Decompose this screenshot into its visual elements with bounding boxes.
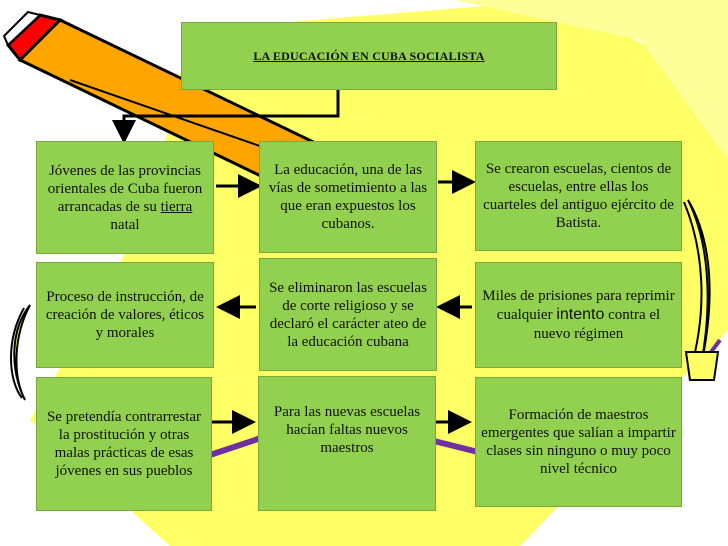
- box-prisiones: Miles de prisiones para reprimir cualqui…: [475, 262, 682, 368]
- box-prisiones-text-end: contra el nuevo régimen: [533, 307, 661, 342]
- box-formacion-text: Formación de maestros emergentes que sal…: [481, 407, 676, 477]
- curl-decoration: [684, 351, 720, 381]
- box-prisiones-text: Miles de prisiones para reprimir cualqui…: [482, 288, 675, 324]
- yellow-paper-shape-top: [455, 0, 728, 160]
- diagram-title: LA EDUCACIÓN EN CUBA SOCIALISTA: [253, 48, 485, 63]
- box-prostitucion-text: Se pretendía contrarrestar la prostituci…: [46, 409, 202, 479]
- box-educacion-via-text: La educación, una de las vías de sometim…: [268, 162, 428, 232]
- arrow-title-to-jovenes: [112, 90, 340, 144]
- curl-decoration: [10, 307, 25, 399]
- title-box: LA EDUCACIÓN EN CUBA SOCIALISTA: [181, 22, 557, 90]
- box-jovenes-text: Jóvenes de las provincias orientales de …: [47, 162, 203, 215]
- box-prostitucion: Se pretendía contrarrestar la prostituci…: [36, 377, 212, 511]
- box-jovenes-text-end: natal: [110, 216, 140, 233]
- box-proceso: Proceso de instrucción, de creación de v…: [36, 262, 214, 368]
- box-nuevas-escuelas: Para las nuevas escuelas hacían faltas n…: [258, 376, 436, 511]
- box-proceso-text: Proceso de instrucción, de creación de v…: [45, 289, 205, 341]
- box-eliminaron: Se eliminaron las escuelas de corte reli…: [259, 258, 437, 371]
- box-eliminaron-text: Se eliminaron las escuelas de corte reli…: [269, 279, 427, 350]
- curl-decoration: [13, 304, 31, 401]
- box-jovenes-link: tierra: [160, 198, 193, 215]
- curl-decoration: [683, 201, 703, 373]
- box-escuelas-cuarteles-text: Se crearon escuelas, cientos de escuelas…: [483, 161, 674, 231]
- box-escuelas-cuarteles: Se crearon escuelas, cientos de escuelas…: [475, 141, 682, 251]
- box-nuevas-escuelas-text: Para las nuevas escuelas hacían faltas n…: [273, 404, 421, 456]
- box-educacion-via: La educación, una de las vías de sometim…: [259, 141, 437, 253]
- box-prisiones-word: intento: [556, 306, 605, 324]
- box-jovenes: Jóvenes de las provincias orientales de …: [36, 141, 214, 254]
- box-formacion: Formación de maestros emergentes que sal…: [475, 377, 682, 507]
